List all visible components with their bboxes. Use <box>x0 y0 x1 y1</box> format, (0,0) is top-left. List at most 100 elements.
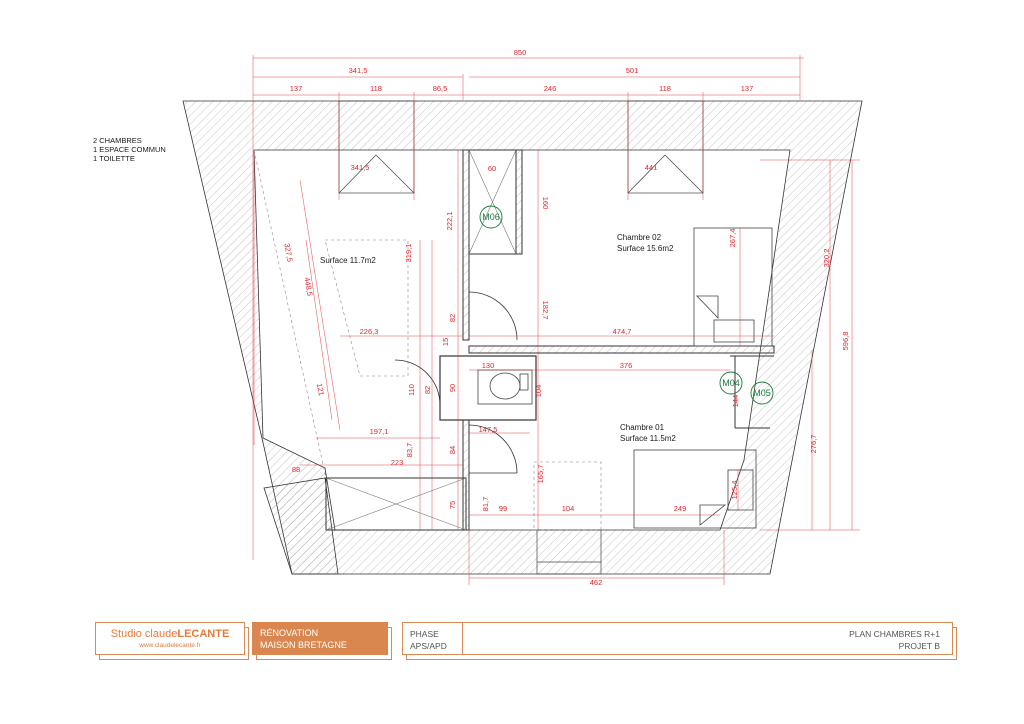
partitions <box>325 149 775 531</box>
note-line: 2 CHAMBRES <box>93 136 142 145</box>
exterior-wall <box>182 100 863 575</box>
dim-label: 88 <box>292 465 300 474</box>
phase-block: PHASE APS/APD <box>402 622 462 655</box>
dim-label: 319,1 <box>404 244 413 263</box>
roof-slope-outline <box>324 239 409 377</box>
skylight-line <box>338 154 377 194</box>
dim-label: 182,7 <box>541 301 550 320</box>
note-line: 1 ESPACE COMMUN <box>93 145 166 154</box>
dim-label: 144 <box>731 395 740 408</box>
dim-label: 147,5 <box>479 425 498 434</box>
dim-label: 121 <box>315 383 326 397</box>
marker-m06-ring <box>479 205 503 229</box>
room-01-name: Chambre 01 <box>620 423 665 432</box>
dim-label: 137 <box>290 84 303 93</box>
dim-label: 104 <box>562 504 575 513</box>
dim-label: 83,7 <box>405 443 414 458</box>
dimension-labels: 850 341,5 501 137 118 86,5 246 118 137 3… <box>282 48 850 587</box>
phase-label: PHASE <box>410 629 439 639</box>
dim-label: 341,5 <box>351 163 370 172</box>
dim-label: 99 <box>499 504 507 513</box>
partition-wall <box>468 345 775 354</box>
dim-label: 15 <box>441 338 450 346</box>
dim-label: 223 <box>391 458 404 467</box>
eave-line <box>253 149 327 479</box>
toilet-tank <box>519 373 529 391</box>
program-notes: 2 CHAMBRES 1 ESPACE COMMUN 1 TOILETTE <box>93 136 166 163</box>
dim-label: 267,4 <box>728 229 737 248</box>
marker-m04-ring <box>719 371 743 395</box>
plan-title: PLAN CHAMBRES R+1 <box>849 629 940 639</box>
project-line-1: RÉNOVATION <box>260 628 319 638</box>
marker-m05-ring <box>750 381 774 405</box>
studio-logo-block: Studio claudeLECANTE www.claudelecante.f… <box>95 622 245 655</box>
partition-wall <box>515 149 523 255</box>
desk-room-02 <box>713 319 755 343</box>
phase-value: APS/APD <box>410 641 447 651</box>
left-wing-wall <box>263 477 339 575</box>
dim-label: 441 <box>645 163 658 172</box>
skylight-line <box>664 154 704 194</box>
room-01-surface: Surface 11.5m2 <box>620 434 676 443</box>
door-swing <box>394 359 441 406</box>
dim-label: 84 <box>448 446 457 454</box>
dim-label: 104 <box>534 385 543 398</box>
dim-label: 462 <box>590 578 603 587</box>
dim-label: 222,1 <box>445 212 454 231</box>
dim-label: 327,5 <box>282 243 294 263</box>
marker-m05: M05 <box>753 388 771 398</box>
slope-zone <box>533 461 602 531</box>
dashed-outlines <box>253 149 602 531</box>
dim-label: 130 <box>482 361 495 370</box>
studio-website: www.claudelecante.fr <box>139 642 201 649</box>
dimension-lines <box>252 55 860 585</box>
dim-label: 341,5 <box>349 66 368 75</box>
toilet-bowl <box>489 372 521 400</box>
door-swing <box>468 291 518 341</box>
dim-label: 197,1 <box>370 427 389 436</box>
markers: M06 M04 M05 <box>479 205 774 405</box>
studio-logo: Studio claudeLECANTE <box>110 628 230 640</box>
skylight-line <box>627 154 666 194</box>
room-labels: Surface 11.7m2 Chambre 02 Surface 15.6m2… <box>320 233 676 443</box>
partition-wall <box>462 149 470 341</box>
dim-label: 474,7 <box>613 327 632 336</box>
dim-label: 110 <box>407 384 416 396</box>
stair-outline <box>325 477 467 531</box>
room-02-name: Chambre 02 <box>617 233 662 242</box>
window-frame <box>536 529 602 575</box>
furniture <box>477 227 773 529</box>
dim-label: 501 <box>626 66 639 75</box>
room-02-surface: Surface 15.6m2 <box>617 244 674 253</box>
marker-m06: M06 <box>482 212 500 222</box>
dim-label: 137 <box>741 84 754 93</box>
common-area-surface: Surface 11.7m2 <box>320 256 376 265</box>
dim-label: 320,2 <box>822 249 831 268</box>
dim-label: 125,4 <box>730 481 739 500</box>
door-swing <box>468 424 518 474</box>
bed-room-01 <box>633 449 757 529</box>
bed-room-02 <box>693 227 773 347</box>
shower-diagonal <box>468 149 517 255</box>
pillow-room-02 <box>696 295 719 319</box>
dim-label: 850 <box>514 48 527 57</box>
desk-room-01 <box>727 469 754 511</box>
dim-label: 60 <box>488 164 496 173</box>
dim-label: 448,5 <box>302 277 314 297</box>
dim-label: 82 <box>423 386 432 394</box>
dim-label: 226,3 <box>360 327 379 336</box>
dim-label: 160 <box>541 197 550 210</box>
doors <box>394 291 518 474</box>
stair-diagonal <box>325 477 467 531</box>
dim-label: 75 <box>448 501 457 509</box>
dim-label: 82 <box>448 314 457 322</box>
dim-label: 596,8 <box>841 332 850 351</box>
dim-label: 90 <box>448 384 457 392</box>
dim-label: 118 <box>370 84 382 93</box>
walls <box>182 100 863 575</box>
shower <box>468 149 517 255</box>
skylight-line <box>375 154 415 194</box>
dim-label: 376 <box>620 361 633 370</box>
project-line-2: MAISON BRETAGNE <box>260 640 347 650</box>
